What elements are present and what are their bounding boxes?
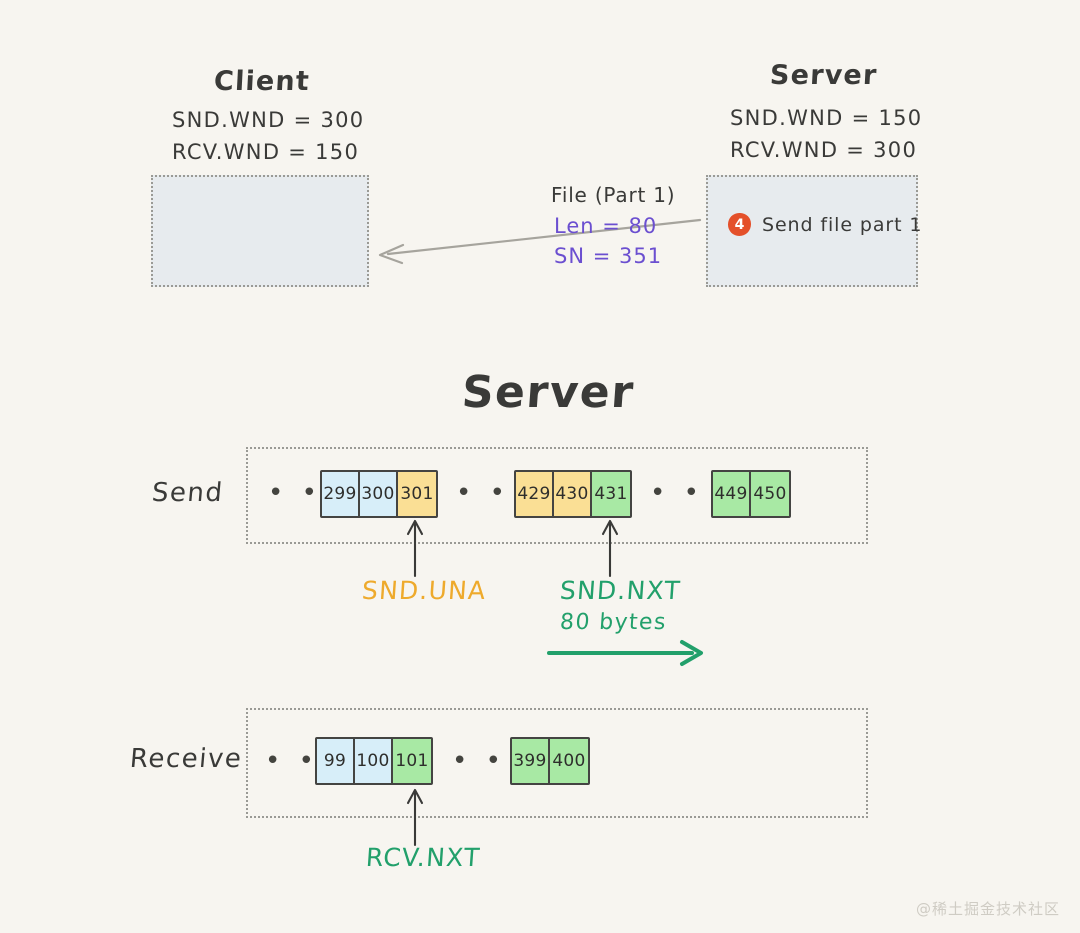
client-rcv-wnd: RCV.WND = 150 <box>172 140 360 164</box>
server-snd-wnd: SND.WND = 150 <box>730 106 923 130</box>
send-window-panel <box>246 447 868 544</box>
receive-window-panel <box>246 708 868 818</box>
packet-len: Len = 80 <box>554 214 658 238</box>
packet-flow-arrow <box>378 218 702 265</box>
server-step-4: 4 Send file part 1 <box>728 213 922 236</box>
snd-una-pointer-arrow <box>406 519 424 578</box>
send-cell-450: 450 <box>751 472 789 516</box>
send-cell-449: 449 <box>713 472 751 516</box>
send-cell-group-2: 429 430 431 <box>514 470 632 518</box>
packet-sn: SN = 351 <box>554 244 663 268</box>
bytes-span-arrow <box>547 640 703 666</box>
send-cell-299: 299 <box>322 472 360 516</box>
step-label: Send file part 1 <box>762 213 923 236</box>
snd-nxt-sublabel: 80 bytes <box>559 610 668 635</box>
rcv-nxt-pointer-arrow <box>406 788 424 847</box>
send-cell-group-3: 449 450 <box>711 470 791 518</box>
send-cell-301: 301 <box>398 472 436 516</box>
server-title: Server <box>769 60 879 91</box>
snd-una-label: SND.UNA <box>360 576 488 605</box>
receive-cell-group-2: 399 400 <box>510 737 590 785</box>
rcv-nxt-label: RCV.NXT <box>364 843 482 872</box>
receive-cell-100: 100 <box>355 739 393 783</box>
receive-cell-99: 99 <box>317 739 355 783</box>
watermark: @稀土掘金技术社区 <box>916 900 1061 918</box>
step-number-badge: 4 <box>728 213 751 236</box>
send-cell-430: 430 <box>554 472 592 516</box>
receive-cell-group-1: 99 100 101 <box>315 737 433 785</box>
server-action-box: 4 Send file part 1 <box>706 175 921 287</box>
snd-nxt-label: SND.NXT <box>558 576 682 605</box>
client-snd-wnd: SND.WND = 300 <box>172 108 365 132</box>
server-panel-title: Server <box>460 367 637 418</box>
send-row-label: Send <box>150 478 225 508</box>
receive-cell-400: 400 <box>550 739 588 783</box>
receive-row-label: Receive <box>128 744 244 774</box>
packet-title: File (Part 1) <box>551 183 676 207</box>
receive-cell-101: 101 <box>393 739 431 783</box>
server-rcv-wnd: RCV.WND = 300 <box>730 138 918 162</box>
snd-nxt-pointer-arrow <box>601 519 619 578</box>
send-cell-431: 431 <box>592 472 630 516</box>
client-title: Client <box>213 66 311 97</box>
send-cell-300: 300 <box>360 472 398 516</box>
receive-cell-399: 399 <box>512 739 550 783</box>
send-cell-group-1: 299 300 301 <box>320 470 438 518</box>
send-cell-429: 429 <box>516 472 554 516</box>
client-buffer-box <box>151 175 369 287</box>
